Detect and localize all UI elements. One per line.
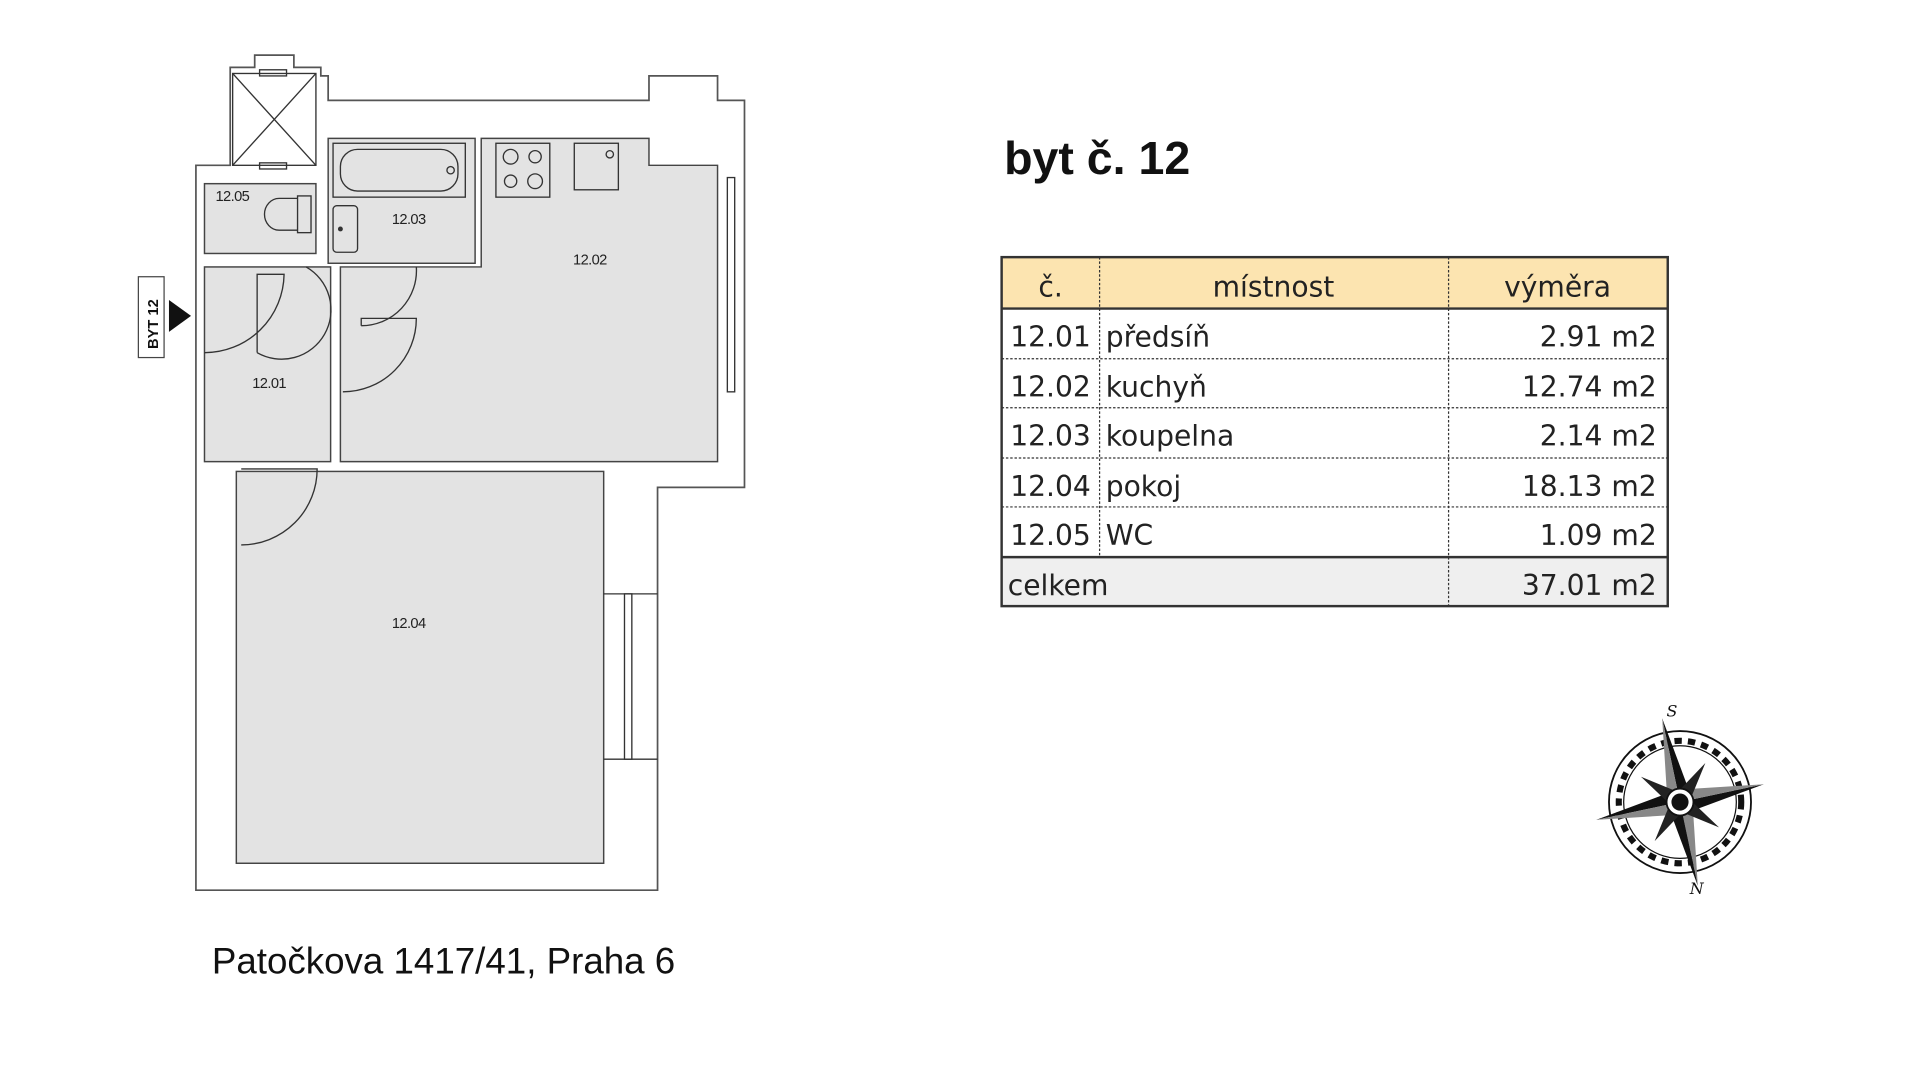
total-area: 37.01 m2 — [1522, 569, 1657, 602]
room-number: 12.04 — [1010, 470, 1091, 503]
compass-rose-icon: S N — [1596, 701, 1764, 898]
table-row: 12.02 kuchyň 12.74 m2 — [1010, 371, 1657, 404]
room-number: 12.01 — [1010, 321, 1091, 354]
room-12.04 — [235, 470, 605, 864]
room-number: 12.05 — [1010, 519, 1091, 552]
room-12.02 — [339, 137, 719, 463]
entrance-label: BYT 12 — [146, 299, 162, 349]
outer-wall — [195, 54, 746, 892]
page-title: byt č. 12 — [1004, 132, 1190, 184]
compass-south-label: S — [1667, 701, 1678, 720]
floor-plan: 12.05 12.03 12.02 12.01 12.04 BYT 12 — [137, 54, 746, 892]
room-area: 2.14 m2 — [1540, 420, 1657, 453]
shaft — [231, 69, 317, 170]
toilet-icon — [263, 195, 312, 234]
stove-icon — [495, 142, 551, 198]
room-label: 12.05 — [216, 189, 250, 205]
room-number: 12.02 — [1010, 371, 1091, 404]
room-12.03 — [327, 137, 476, 264]
room-area: 12.74 m2 — [1522, 371, 1657, 404]
door — [204, 266, 418, 546]
column-header: č. — [1038, 270, 1062, 303]
column-header: výměra — [1504, 270, 1611, 303]
room-label: 12.04 — [392, 616, 426, 632]
table-row: 12.03 koupelna 2.14 m2 — [1010, 420, 1657, 453]
room-name: pokoj — [1106, 470, 1181, 503]
table-row: 12.04 pokoj 18.13 m2 — [1010, 470, 1657, 503]
total-row: celkem 37.01 m2 — [1008, 569, 1657, 602]
room-area: 2.91 m2 — [1540, 321, 1657, 354]
address: Patočkova 1417/41, Praha 6 — [212, 940, 675, 981]
room-number: 12.03 — [1010, 420, 1091, 453]
column-header: místnost — [1213, 270, 1335, 303]
room-label: 12.02 — [573, 252, 607, 268]
room-name: kuchyň — [1106, 371, 1207, 404]
total-label: celkem — [1008, 569, 1109, 602]
arrow-right-icon — [168, 300, 192, 332]
kitchen-sink-icon — [573, 142, 620, 191]
room-label: 12.03 — [392, 212, 426, 228]
room-area: 1.09 m2 — [1540, 519, 1657, 552]
room-name: WC — [1106, 519, 1154, 552]
bathtub-icon — [332, 142, 466, 198]
room-area: 18.13 m2 — [1522, 470, 1657, 503]
room-label: 12.01 — [252, 376, 286, 392]
room-name: předsíň — [1106, 321, 1210, 354]
room-12.01 — [203, 266, 332, 463]
window — [603, 176, 736, 760]
compass-north-label: N — [1689, 879, 1705, 898]
room-name: koupelna — [1106, 420, 1235, 453]
table-row: 12.05 WC 1.09 m2 — [1010, 519, 1657, 552]
sink-icon — [332, 205, 359, 253]
entrance-marker: BYT 12 — [137, 276, 192, 359]
table-row: 12.01 předsíň 2.91 m2 — [1010, 321, 1657, 354]
area-table: č. místnost výměra 12.01 předsíň 2.91 m2… — [1000, 255, 1669, 608]
